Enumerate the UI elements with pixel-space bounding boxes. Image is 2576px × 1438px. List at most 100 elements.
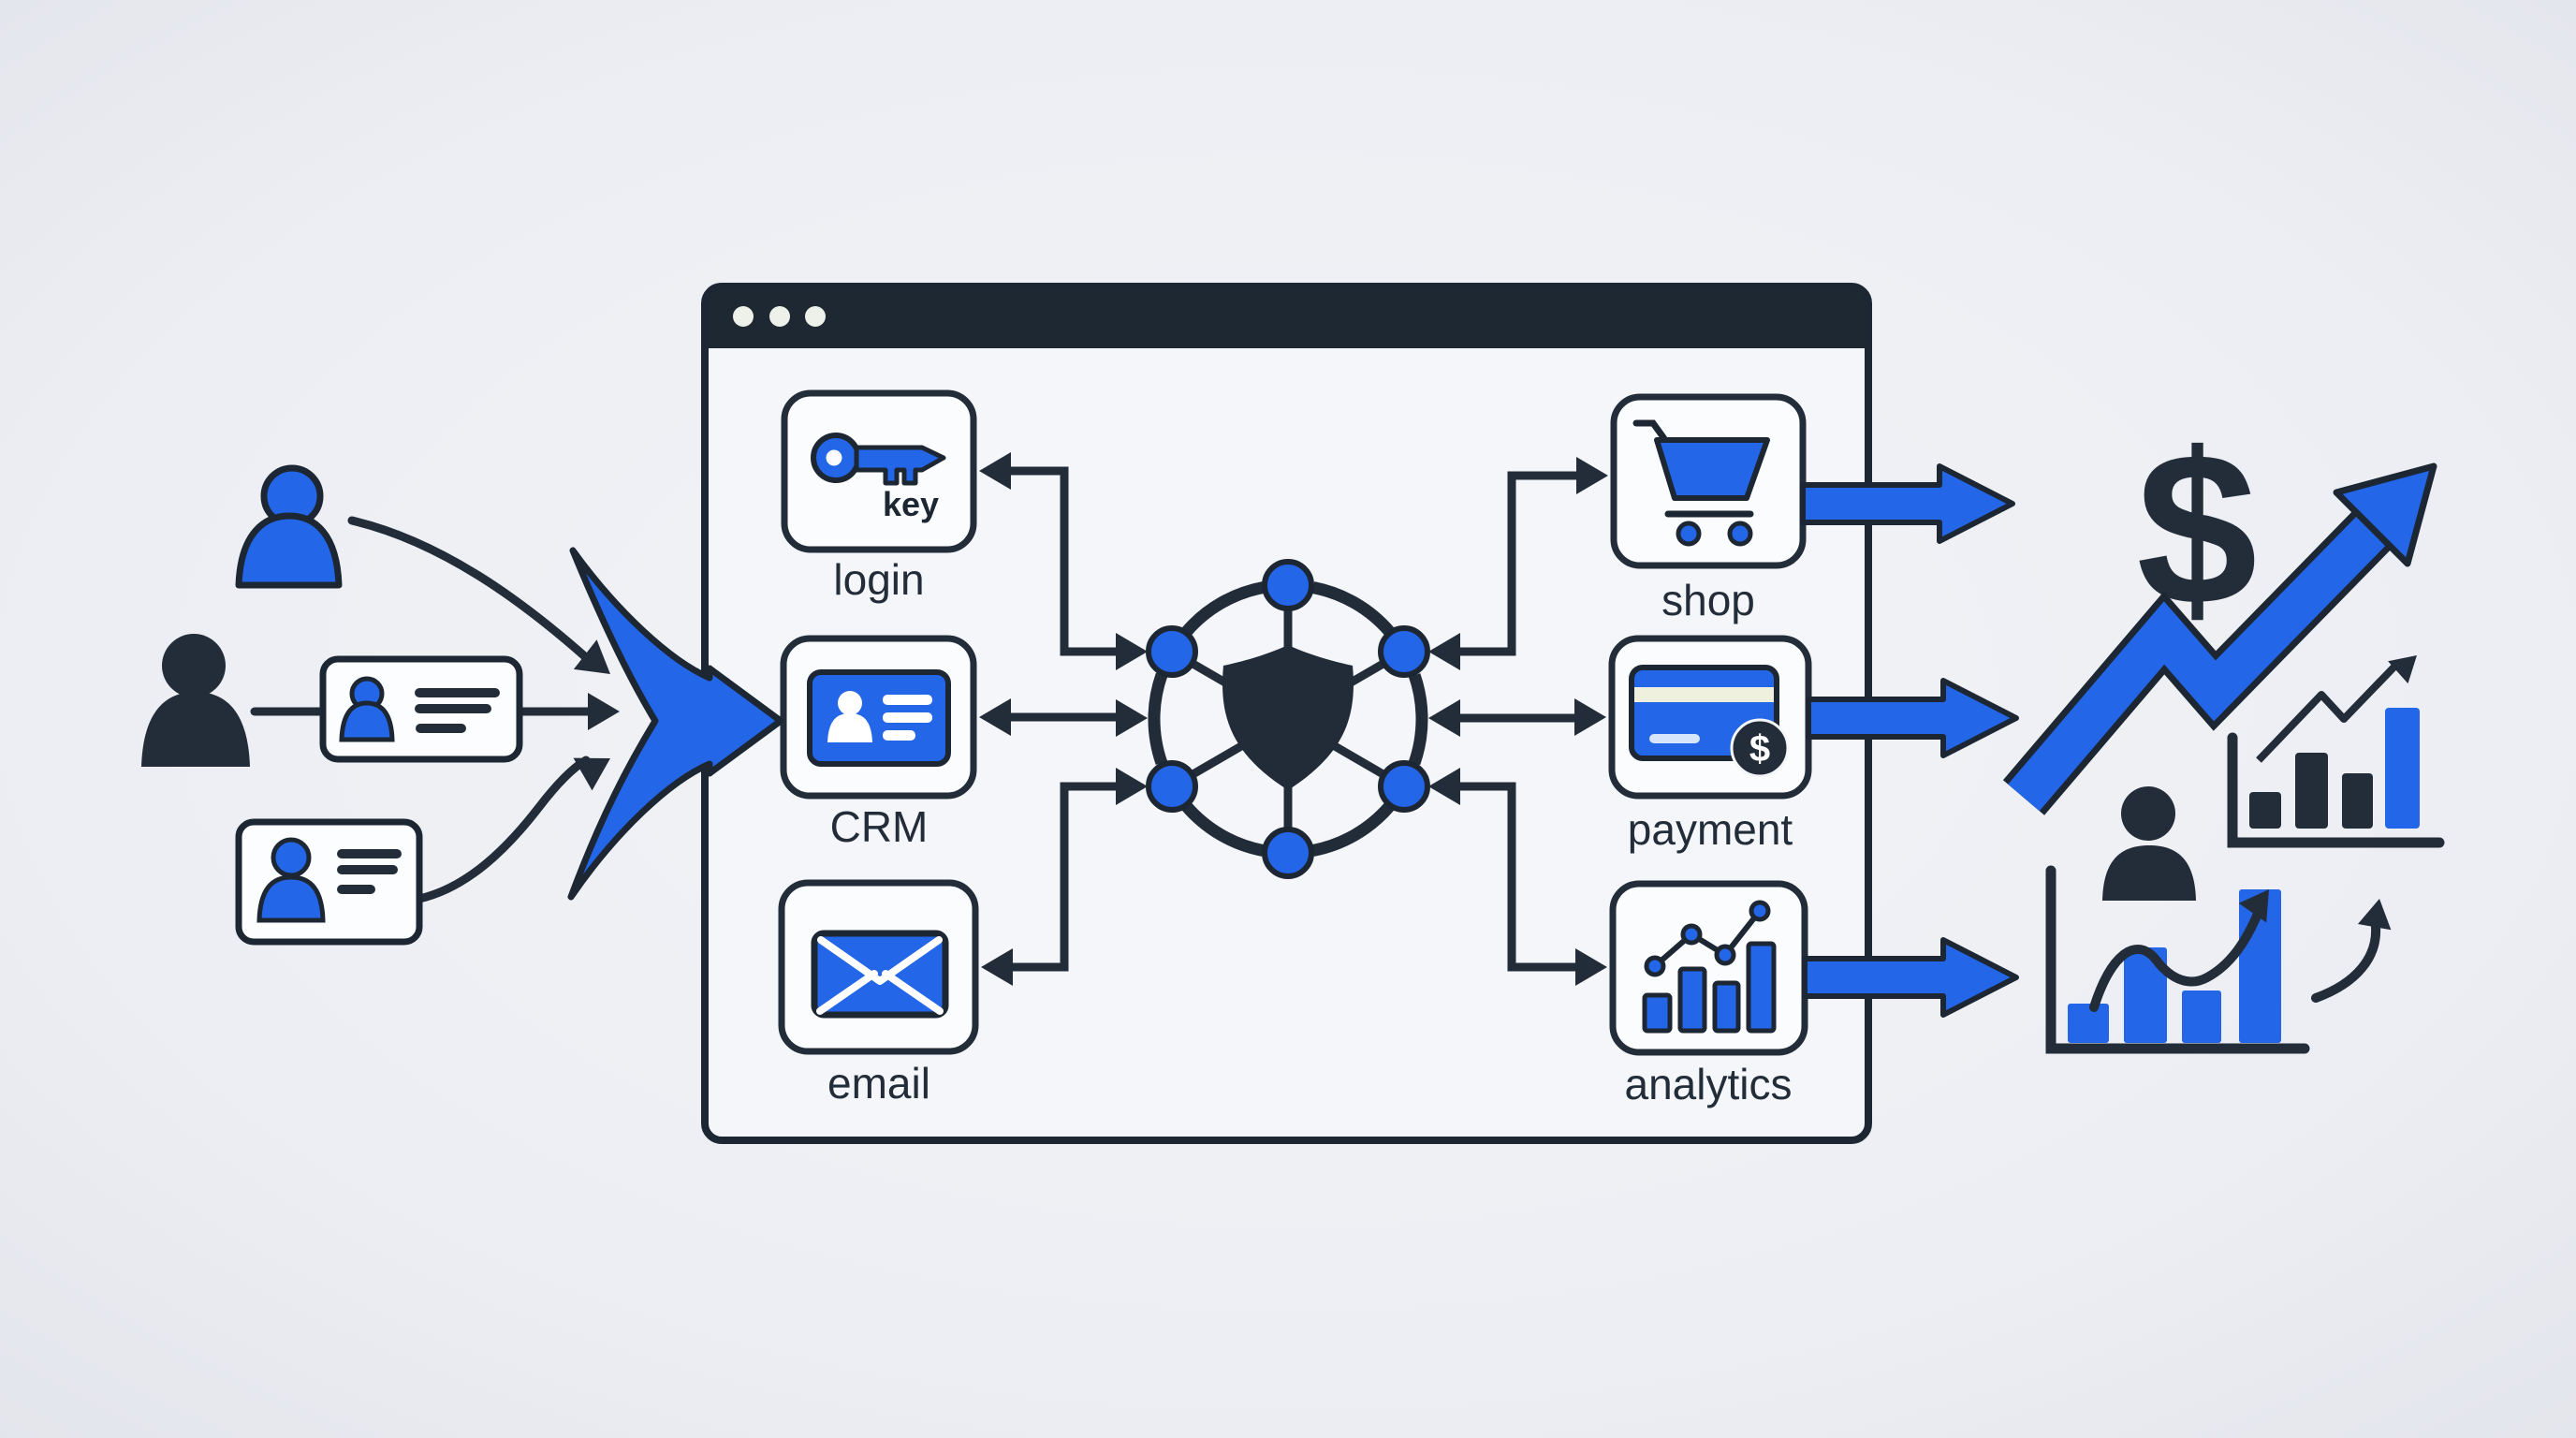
hub-node [1262, 827, 1314, 879]
shopping-cart-icon [1632, 419, 1770, 547]
connector-arrowheads [979, 452, 1608, 986]
chart-bar-highlight [2385, 708, 2420, 829]
chart-bar [2249, 792, 2281, 829]
card-text-line [337, 849, 402, 858]
arrowhead [573, 639, 610, 674]
growth-arrow [2002, 462, 2437, 815]
arrowhead [573, 757, 610, 791]
card-user-body [339, 700, 395, 742]
chart-point [1714, 944, 1736, 966]
user-head [2121, 786, 2175, 841]
chart-bar [2342, 773, 2373, 829]
chart-bar [2182, 990, 2221, 1043]
chart-bar [2295, 753, 2328, 829]
payment-output-arrow [1806, 678, 2019, 758]
email-label: email [827, 1059, 930, 1108]
hub-node [1146, 760, 1198, 813]
key-icon: key [811, 433, 946, 523]
card-user-head [271, 837, 312, 878]
chart-bar [2124, 947, 2167, 1043]
arrowhead [1116, 768, 1148, 805]
envelope-icon [811, 930, 949, 1019]
dark-user-icon [141, 634, 250, 767]
card-text-line [337, 885, 375, 894]
audience-growth-chart [2045, 786, 2310, 1054]
shop-label: shop [1661, 576, 1755, 624]
analytics-output-arrow [1802, 937, 2019, 1018]
card-user-head [838, 691, 862, 715]
chart-bar [1712, 980, 1741, 1034]
cart-wheel [1676, 521, 1702, 547]
growth-arrow-body [2008, 509, 2393, 812]
analytics-hub-connector [1454, 782, 1583, 972]
app-tile-login: key login [781, 389, 977, 604]
chart-curve-arrow-line [2089, 909, 2262, 1012]
curved-arrow-line [2311, 922, 2381, 1003]
chart-bar [1642, 992, 1673, 1034]
arrowhead [1116, 633, 1148, 670]
hub-nodes [1146, 559, 1430, 879]
traffic-light-dot [805, 306, 826, 327]
arrowhead [1116, 699, 1148, 737]
card-text-line [883, 712, 932, 723]
bar-chart-icon [1642, 900, 1777, 1034]
card-user-body [827, 713, 872, 742]
user-body [2102, 845, 2196, 901]
shop-hub-connector [1454, 471, 1583, 656]
window-titlebar [705, 286, 1868, 348]
id-card-icon [807, 669, 951, 767]
user-head [162, 634, 226, 697]
chart-axes [2045, 865, 2310, 1054]
traffic-light-dot [769, 306, 790, 327]
arrowhead [1576, 457, 1608, 494]
chart-axes [2227, 732, 2445, 848]
crm-label: CRM [830, 802, 929, 851]
hub-dashed-ring [1148, 579, 1428, 859]
chart-trend-line [1653, 909, 1763, 969]
shop-output-arrow [1800, 463, 2015, 544]
source-cluster [141, 464, 620, 946]
card-text-line [415, 704, 491, 713]
card-outline [235, 818, 423, 946]
arrowhead [1428, 768, 1460, 805]
id-card-icon [319, 655, 523, 763]
card-stripe [1634, 687, 1774, 702]
hub-node [1378, 625, 1430, 678]
mini-bar-chart [2227, 655, 2445, 848]
blue-user-icon [235, 464, 343, 589]
chart-bar [2068, 1004, 2109, 1043]
email-hub-connector [1008, 782, 1122, 972]
curved-up-arrow [2311, 899, 2392, 1003]
growth-cluster: $ [2002, 408, 2445, 1054]
connector-top-curve [347, 516, 593, 664]
hub-node [1146, 625, 1198, 678]
id-card-icon [235, 818, 423, 946]
card-text-line [337, 865, 398, 874]
source-arrowheads [573, 639, 620, 791]
user-body [235, 512, 343, 589]
key-hole [826, 449, 842, 466]
key-blade [854, 445, 946, 486]
shield-network-hub [1146, 559, 1430, 879]
cart-basket [1654, 437, 1770, 501]
chart-point [1680, 923, 1703, 946]
shield-icon [1222, 645, 1354, 790]
chart-trend-arrow-line [2256, 662, 2399, 763]
card-text-line [883, 730, 915, 741]
dollar-badge-text: $ [1749, 728, 1770, 770]
chart-bar [1746, 941, 1777, 1034]
arrowhead [979, 452, 1011, 490]
card-user-body [256, 874, 326, 923]
credit-card-icon: $ [1629, 665, 1790, 778]
arrowhead [1428, 699, 1460, 737]
arrowhead [981, 948, 1013, 986]
arrowhead [1428, 633, 1460, 670]
hub-connectors [1006, 466, 1583, 972]
chart-point [1644, 955, 1666, 977]
card-text-line [415, 688, 500, 697]
growth-arrowhead [2333, 462, 2437, 567]
arrowhead [1575, 948, 1607, 986]
hub-node [1378, 760, 1430, 813]
hub-node [1262, 559, 1314, 611]
